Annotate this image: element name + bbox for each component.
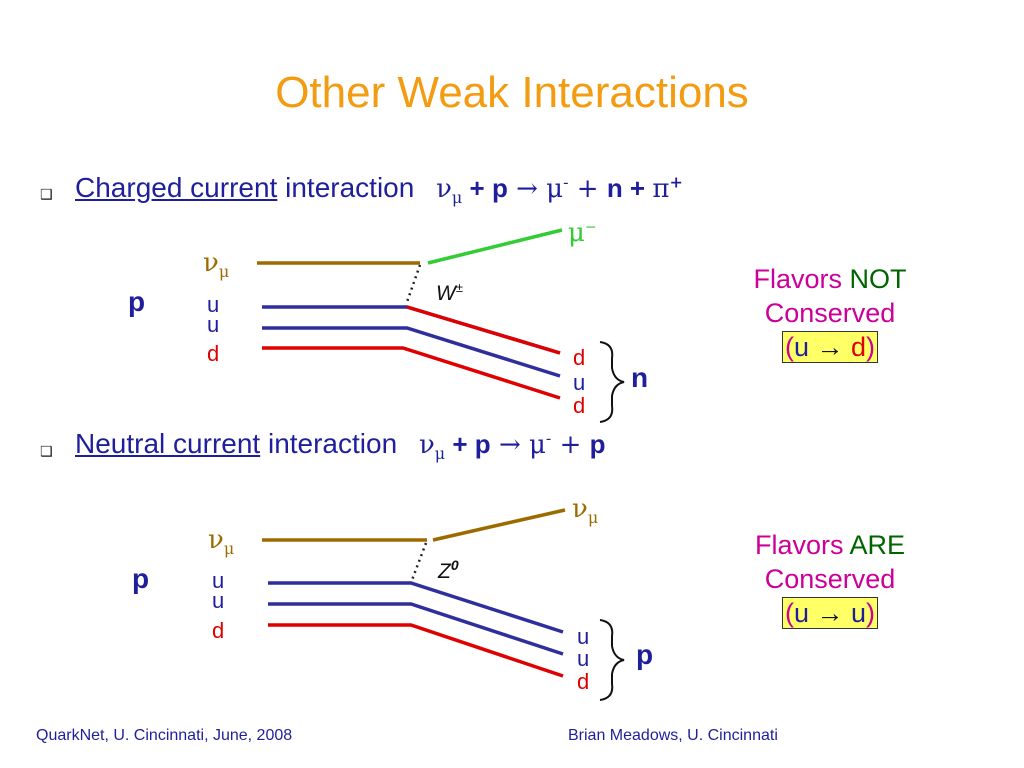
nc-neutrino-out-label: νμ	[572, 494, 599, 528]
neutral-flavor-change: (u → u)	[781, 597, 879, 629]
charged-current-equation: νμ + p → μ- + n + π+	[436, 172, 683, 208]
nc-quark-u2-line	[268, 602, 564, 656]
cc-quark-d-line	[262, 346, 561, 400]
nc-quark-in-3: d	[212, 618, 225, 643]
nc-neutrino-out-line	[432, 508, 566, 542]
nc-quark-out-3: d	[577, 669, 590, 694]
slide-title: Other Weak Interactions	[275, 68, 749, 117]
cc-hadron-brace	[599, 341, 625, 423]
cc-quark-in-1: u	[207, 292, 220, 317]
charged-flavor-change: (u → d)	[781, 331, 879, 363]
cc-quark-in-2: u	[207, 312, 220, 337]
cc-quark-out-3: d	[573, 393, 586, 418]
nc-quark-in-1: u	[212, 568, 225, 593]
nc-quark-out-2: u	[577, 646, 590, 671]
w-boson-label: W±	[436, 280, 463, 305]
bullet-marker: ❑	[40, 186, 53, 202]
cc-w-boson-line	[405, 264, 422, 303]
nc-neutrino-in-label: νμ	[208, 525, 235, 559]
nc-quark-u1-line	[268, 581, 564, 634]
footer-left: QuarkNet, U. Cincinnati, June, 2008	[36, 727, 293, 744]
cc-hadron-out-label: n	[631, 362, 649, 393]
cc-neutrino-in-label: νμ	[203, 248, 230, 282]
charged-current-label: Charged current	[75, 172, 278, 203]
nc-quark-d-line	[268, 623, 564, 678]
charged-flavor-note: Flavors NOT Conserved (u → d)	[753, 264, 907, 363]
z-boson-label: Z0	[438, 557, 459, 583]
neutral-current-label: Neutral current	[75, 428, 261, 459]
footer-right: Brian Meadows, U. Cincinnati	[568, 727, 778, 744]
cc-muon-out-line	[427, 228, 563, 265]
cc-quark-u1-out-line	[406, 305, 561, 355]
charged-current-rest: interaction	[277, 172, 415, 203]
nc-proton-label: p	[132, 563, 150, 594]
bullet-marker: ❑	[40, 443, 53, 459]
nc-hadron-brace	[599, 619, 625, 701]
cc-quark-u2-line	[262, 326, 561, 378]
charged-current-heading: Charged current interaction νμ + p → μ- …	[75, 172, 683, 207]
neutral-current-heading: Neutral current interaction νμ + p → μ- …	[75, 428, 606, 463]
cc-muon-out-label: μ−	[568, 218, 597, 248]
cc-proton-label: p	[128, 286, 146, 317]
nc-z-boson-line	[410, 542, 428, 581]
neutral-current-equation: νμ + p → μ- + p	[418, 428, 606, 464]
neutral-current-rest: interaction	[260, 428, 398, 459]
cc-quark-out-2: u	[573, 370, 586, 395]
nc-quark-out-1: u	[577, 624, 590, 649]
nc-hadron-out-label: p	[636, 639, 654, 670]
nc-quark-in-2: u	[212, 588, 225, 613]
neutral-flavor-note: Flavors ARE Conserved (u → u)	[754, 530, 906, 629]
cc-quark-out-1: d	[573, 345, 586, 370]
cc-quark-in-3: d	[207, 341, 220, 366]
